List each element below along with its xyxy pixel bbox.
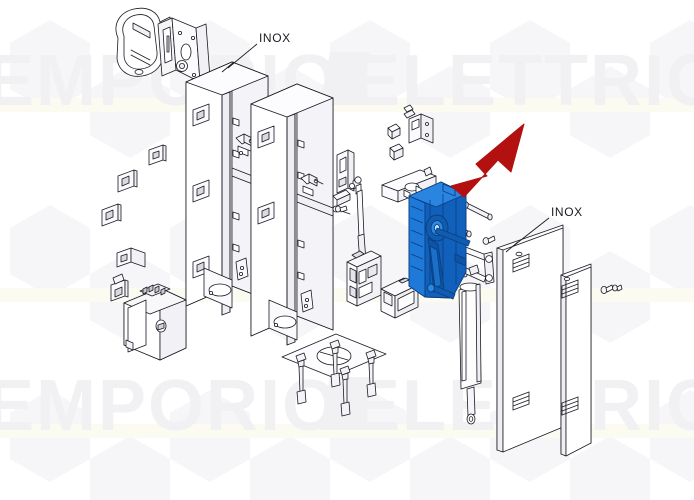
part-limit-switch-bracket [403, 104, 434, 144]
leader-line-inox-bottom [511, 217, 550, 248]
part-square-cover-cap-d [110, 273, 129, 302]
part-fixing-screw-pair [334, 205, 348, 213]
part-fixing-screw-set [600, 284, 623, 294]
part-bracket-flat-left [336, 149, 355, 194]
label-inox-bottom: INOX [551, 205, 583, 219]
red-pointer-arrow [450, 123, 525, 198]
part-bracket-cluster-right [300, 173, 324, 197]
part-inox-door-panel-rear [560, 263, 592, 457]
part-square-cover-cap-e [148, 144, 167, 166]
label-leader-lines [221, 43, 550, 253]
part-foundation-anchor-plate [281, 333, 387, 417]
part-linkage-cap [332, 189, 351, 207]
part-transformer-block [380, 277, 419, 319]
part-motor-mount-bar [381, 166, 437, 203]
part-lock-mounting-plate [157, 17, 211, 83]
part-control-box-housing [123, 283, 187, 361]
part-square-cover-cap-c [116, 247, 146, 268]
part-hydraulic-damper-cylinder [458, 282, 482, 425]
leader-tick-inox-top [221, 61, 235, 73]
label-inox-top: INOX [259, 31, 291, 45]
leader-line-inox-top [227, 43, 258, 69]
part-bushing-small [389, 143, 404, 161]
part-control-board-pcb [346, 250, 382, 307]
part-gearbox-reducer-housing-highlight[interactable] [408, 181, 471, 300]
part-square-cover-cap-a [117, 169, 138, 193]
part-square-cover-cap-b [101, 203, 122, 227]
part-fixing-screw-left [482, 235, 496, 245]
leader-tick-inox-bottom [505, 241, 519, 253]
part-column-right-inox [250, 83, 351, 346]
part-connector-block-small [387, 123, 401, 140]
watermark-word-emporio-2: EMPORIO [0, 366, 340, 446]
